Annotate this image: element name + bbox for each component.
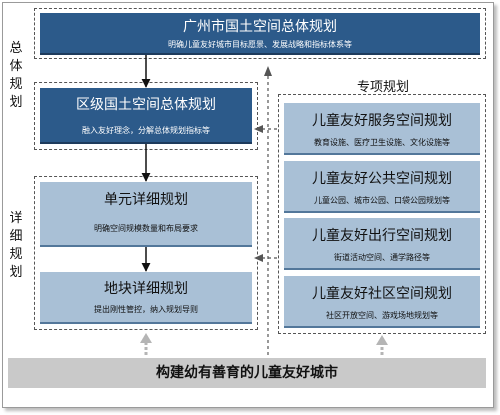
box-title: 地块详细规划 bbox=[104, 281, 188, 297]
label-char: 划 bbox=[9, 265, 23, 280]
box-title: 儿童友好公共空间规划 bbox=[312, 171, 452, 187]
label-char: 规 bbox=[9, 77, 23, 92]
box-title: 单元详细规划 bbox=[104, 192, 188, 208]
travel-space-plan-box: 儿童友好出行空间规划 街道活动空间、通学路径等 bbox=[284, 218, 480, 270]
child-friendly-city-foundation-bar: 构建幼有善育的儿童友好城市 bbox=[8, 358, 486, 388]
support-arrow-right bbox=[376, 335, 388, 355]
community-space-plan-box: 儿童友好社区空间规划 社区开放空间、游戏场地规划等 bbox=[284, 276, 480, 328]
plot-detailed-plan-box: 地块详细规划 提出刚性管控，纳入规划导则 bbox=[40, 272, 252, 324]
service-space-plan-box: 儿童友好服务空间规划 教育设施、医疗卫生设施、文化设施等 bbox=[284, 103, 480, 155]
box-title: 广州市国土空间总体规划 bbox=[183, 19, 337, 35]
arrow-head-left bbox=[254, 125, 263, 133]
box-title: 区级国土空间总体规划 bbox=[76, 97, 216, 113]
box-subtitle: 街道活动空间、通学路径等 bbox=[334, 253, 430, 262]
box-subtitle: 明确儿童友好城市目标愿景、发展战略和指标体系等 bbox=[168, 40, 352, 49]
box-title: 儿童友好社区空间规划 bbox=[312, 286, 452, 302]
arrow-head-left bbox=[254, 254, 263, 262]
overall-top-group bbox=[34, 8, 486, 59]
box-subtitle: 明确空间规模数量和布局要求 bbox=[94, 224, 198, 233]
label-char: 划 bbox=[9, 95, 23, 110]
unit-detailed-plan-box: 单元详细规划 明确空间规模数量和布局要求 bbox=[40, 182, 252, 247]
box-title: 儿童友好出行空间规划 bbox=[312, 228, 452, 244]
public-space-plan-box: 儿童友好公共空间规划 儿童公园、城市公园、口袋公园规划等 bbox=[284, 161, 480, 213]
detailed-planning-label: 详 细 规 划 bbox=[7, 210, 25, 282]
arrow-head-to-city-plan bbox=[264, 66, 272, 76]
label-char: 总 bbox=[9, 41, 23, 56]
box-subtitle: 提出刚性管控，纳入规划导则 bbox=[94, 305, 198, 314]
support-arrow-left bbox=[140, 333, 152, 355]
special-planning-title: 专项规划 bbox=[356, 80, 409, 95]
box-title: 儿童友好服务空间规划 bbox=[312, 113, 452, 129]
box-subtitle: 融入友好理念，分解总体规划指标等 bbox=[82, 126, 210, 135]
label-char: 规 bbox=[9, 247, 23, 262]
district-master-plan-box: 区级国土空间总体规划 融入友好理念，分解总体规划指标等 bbox=[40, 88, 252, 144]
label-char: 详 bbox=[9, 211, 23, 226]
overall-planning-label: 总 体 规 划 bbox=[7, 40, 25, 112]
city-master-plan-box: 广州市国土空间总体规划 明确儿童友好城市目标愿景、发展战略和指标体系等 bbox=[40, 13, 480, 55]
box-subtitle: 社区开放空间、游戏场地规划等 bbox=[326, 311, 438, 320]
label-char: 细 bbox=[9, 229, 23, 244]
box-subtitle: 教育设施、医疗卫生设施、文化设施等 bbox=[314, 138, 450, 147]
box-subtitle: 儿童公园、城市公园、口袋公园规划等 bbox=[314, 196, 450, 205]
special-planning-group bbox=[278, 94, 486, 334]
label-char: 体 bbox=[9, 59, 23, 74]
